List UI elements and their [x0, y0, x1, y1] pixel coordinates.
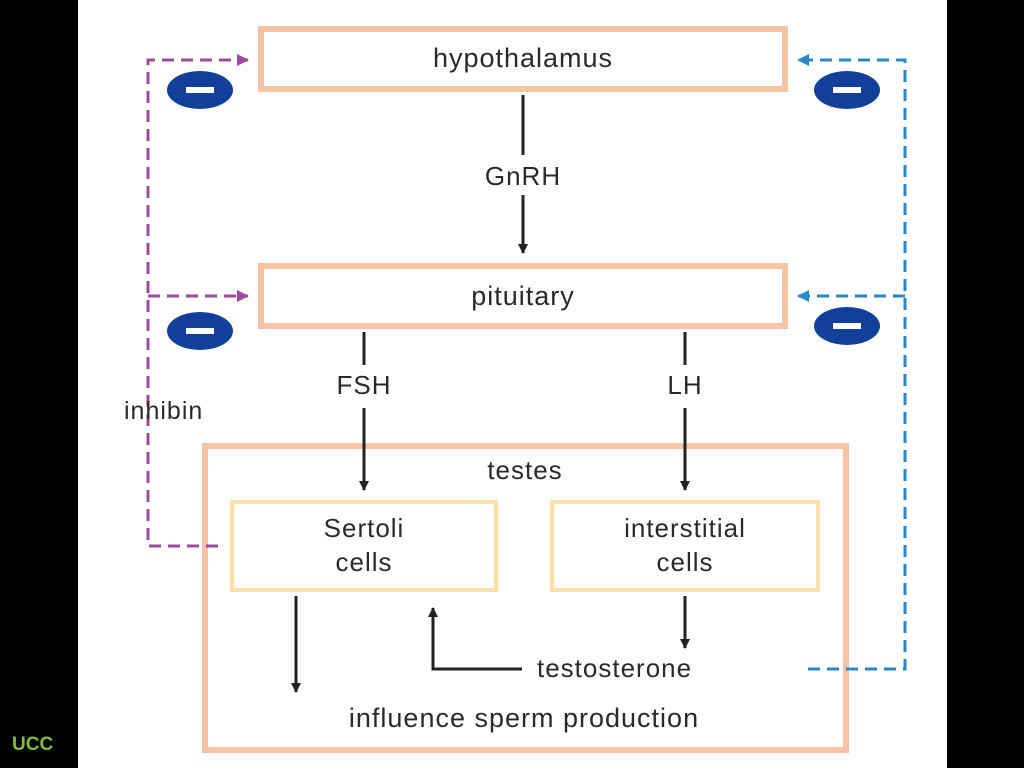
inhibit-badge-pituitary-left [167, 312, 233, 350]
testosterone-label: testosterone [537, 653, 693, 683]
interstitial-label-line2: cells [656, 547, 714, 577]
hypothalamus-box [258, 26, 788, 92]
pituitary-box [258, 263, 788, 329]
sertoli-label-line2: cells [335, 547, 393, 577]
testes-box [202, 443, 849, 753]
interstitial-cells-box [550, 500, 820, 592]
gnrh-label: GnRH [484, 161, 562, 191]
testes-label: testes [487, 455, 563, 485]
hypothalamus-label: hypothalamus [432, 43, 614, 73]
ucc-logo: UCC [12, 734, 54, 755]
inhibit-badge-hypothalamus-left [167, 71, 233, 109]
inhibin-feedback-path [146, 54, 249, 548]
inhibit-badge-pituitary-right [814, 307, 880, 345]
sertoli-cells-box [230, 500, 498, 592]
diagram-canvas [78, 0, 947, 768]
testosterone-feedback-path [797, 54, 907, 671]
testosterone-to-sertoli-arrow [428, 607, 522, 671]
lh-label: LH [667, 370, 703, 400]
sertoli-label-line1: Sertoli [323, 513, 405, 543]
fsh-label: FSH [336, 370, 392, 400]
sperm-production-label: influence sperm production [348, 703, 700, 733]
inhibit-badge-hypothalamus-right [814, 71, 880, 109]
interstitial-label-line1: interstitial [624, 513, 746, 543]
pituitary-label: pituitary [471, 281, 575, 311]
inhibin-label: inhibin [124, 397, 204, 425]
